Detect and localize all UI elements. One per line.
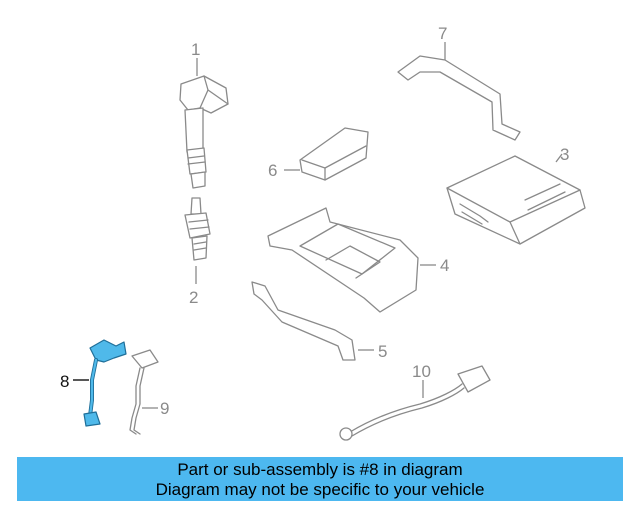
ignition-coil-part xyxy=(179,75,229,189)
callout-10: 10 xyxy=(412,362,431,381)
sensor-module-part xyxy=(299,127,369,181)
info-banner: Part or sub-assembly is #8 in diagram Di… xyxy=(17,457,623,501)
speed-sensor-part xyxy=(129,349,159,435)
callout-5: 5 xyxy=(378,342,387,361)
leader-3 xyxy=(555,153,563,163)
callout-2: 2 xyxy=(189,288,198,307)
callout-9: 9 xyxy=(160,399,169,418)
knock-sensor-part xyxy=(339,365,491,441)
bracket-part xyxy=(397,55,521,141)
callout-4: 4 xyxy=(440,256,449,275)
banner-line-1: Part or sub-assembly is #8 in diagram xyxy=(177,460,463,479)
lower-bracket-part xyxy=(251,281,356,361)
mounting-tray-part xyxy=(267,207,419,313)
callout-6: 6 xyxy=(268,161,277,180)
spark-plug-part xyxy=(184,197,211,261)
callout-3: 3 xyxy=(560,145,569,164)
control-module-part xyxy=(446,155,586,245)
banner-line-2: Diagram may not be specific to your vehi… xyxy=(155,480,485,499)
callout-7: 7 xyxy=(438,24,447,43)
callout-1: 1 xyxy=(191,40,200,59)
highlighted-sensor-part xyxy=(83,339,127,427)
callout-8: 8 xyxy=(60,372,69,391)
